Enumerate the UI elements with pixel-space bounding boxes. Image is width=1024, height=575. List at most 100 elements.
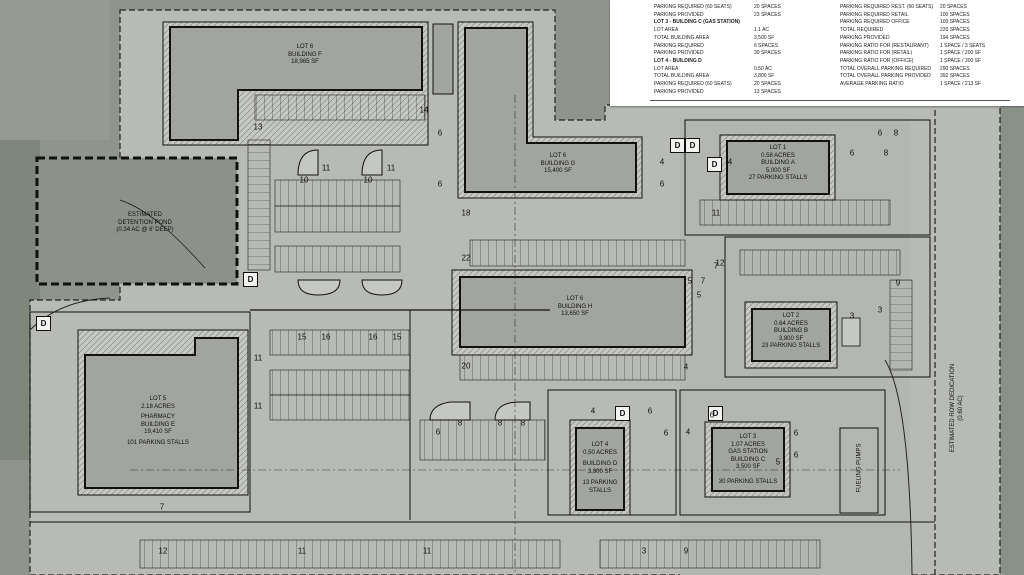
table-row-value: 13 SPACES (754, 88, 781, 95)
row-dedication-line-3: (0.60 AC) (958, 395, 964, 421)
building-f-name: BUILDING F (288, 51, 322, 58)
dumpster-marker: D (615, 406, 630, 421)
table-row-label: PARKING REQUIRED REST. (60 SEATS) (840, 4, 934, 10)
lot5-label: LOT 5 2.18 ACRES PHARMACY BUILDING E 19,… (118, 396, 198, 447)
table-row-value: 23 SPACES (754, 11, 781, 18)
building-g-lot: LOT 6 (549, 153, 567, 159)
lot3-area: 3,500 SF (735, 464, 761, 470)
lot5-stalls: 101 PARKING STALLS (127, 439, 189, 446)
building-e (84, 337, 239, 489)
table-row-value: 1 SPACE / 213 SF (940, 81, 982, 87)
lot3-acres: 1.07 ACRES (731, 441, 765, 448)
dumpster-marker: D (670, 138, 685, 153)
lot4-stalls-1: 13 PARKING (582, 480, 618, 486)
lot1-stalls: 27 PARKING STALLS (748, 175, 808, 181)
table-row-label: LOT AREA (654, 65, 679, 72)
lot5-boundary (29, 311, 251, 513)
table-row-label: TOTAL OVERALL PARKING REQUIRED (840, 65, 932, 72)
building-h-name: BUILDING H (557, 303, 593, 310)
stall-count: 6 (659, 179, 665, 189)
stall-count: 7 (700, 276, 706, 286)
table-row-label: PARKING REQUIRED OFFICE (840, 19, 910, 26)
stalls-row-center-1 (274, 179, 401, 207)
stalls-row-mid-2 (269, 369, 411, 396)
island-4 (361, 279, 403, 296)
stalls-row-lower (419, 419, 546, 461)
pond-label-line-1: ESTIMATED (128, 212, 162, 218)
table-row-label: PARKING RATIO FOR (RETAIL) (840, 50, 913, 57)
lot3-building: BUILDING C (730, 456, 766, 463)
stall-count: 22 (461, 253, 471, 263)
building-g-area: 15,400 SF (544, 168, 572, 174)
stall-count: 5 (696, 290, 702, 300)
table-row-value: 20 SPACES (754, 4, 781, 10)
stall-count: 10 (363, 175, 373, 185)
detention-pond-label: ESTIMATED DETENTION POND (0.34 AC @ 6' D… (95, 212, 195, 235)
stall-count: 5 (687, 276, 693, 286)
stall-count: 4 (683, 362, 689, 372)
lot1-name: LOT 1 (769, 145, 787, 151)
building-g (464, 27, 637, 193)
building-a (726, 140, 830, 195)
table-row-label: TOTAL BUILDING AREA (654, 73, 710, 80)
stalls-row-left-vert (247, 139, 271, 271)
table-row-value: 1.1 AC (754, 27, 770, 34)
table-row-value: 30 SPACES (754, 50, 781, 57)
lot4-stalls-2: STALLS (589, 487, 611, 494)
table-row: LOT AREA 0.50 AC (654, 66, 772, 72)
building-g-name: BUILDING G (540, 160, 576, 167)
lot3-name: LOT 3 (739, 434, 757, 440)
pond-label-line-2: DETENTION POND (118, 219, 172, 226)
stalls-row-mid-1 (269, 329, 411, 356)
stall-count: 8 (883, 148, 889, 158)
dumpster-marker: D (243, 272, 258, 287)
stall-count: 4 (590, 406, 596, 416)
lot4-name: LOT 4 (591, 442, 609, 448)
dumpster-marker: D (707, 157, 722, 172)
table-row-value: 0.50 AC (754, 65, 772, 72)
building-f (169, 26, 423, 141)
stalls-row-mid-3 (269, 394, 411, 421)
building-b (751, 308, 831, 362)
lot4-acres: 0.50 ACRES (583, 449, 617, 456)
stall-count: 9 (895, 278, 901, 288)
table-row-label: TOTAL BUILDING AREA (654, 34, 710, 41)
table-row-label: PARKING RATIO FOR (OFFICE) (840, 57, 914, 64)
stall-count: 3 (641, 546, 647, 556)
table-row-label: PARKING PROVIDED (654, 88, 704, 95)
stall-count: 18 (461, 208, 471, 218)
table-row: PARKING REQUIRED (60 SEATS)20 SPACES (654, 4, 781, 10)
stall-count: 13 (253, 122, 263, 132)
lot4-label: LOT 4 0.50 ACRES BUILDING D 3,800 SF 13 … (575, 442, 625, 495)
stall-count: 6 (647, 406, 653, 416)
stall-count: 16 (321, 332, 331, 342)
stall-count: 15 (392, 332, 402, 342)
building-f-label: LOT 6 BUILDING F 18,965 SF (275, 44, 335, 67)
lot2-dumpster (841, 317, 861, 347)
building-g-label: LOT 6 BUILDING G 15,400 SF (528, 153, 588, 176)
building-h-label: LOT 6 BUILDING H 13,650 SF (545, 296, 605, 319)
stall-count: 6 (663, 428, 669, 438)
building-f-lot: LOT 6 (296, 44, 314, 50)
lot1-building: BUILDING A (761, 160, 795, 166)
stall-count: 3 (877, 305, 883, 315)
row-dedication-line-2: DEDICATION (950, 363, 956, 401)
stalls-col-lot2-right (889, 279, 913, 371)
detention-pond (35, 156, 239, 286)
stalls-row-bottom-right (599, 539, 821, 569)
table-row-value: 290 SPACES (940, 65, 970, 72)
stall-count: 14 (419, 105, 429, 115)
stall-count: 3 (849, 311, 855, 321)
fueling-pumps-canopy (839, 427, 879, 514)
table-row-label: LOT 4 - BUILDING D (654, 57, 702, 64)
table-row-label: TOTAL REQUIRED (840, 27, 884, 34)
table-row-value: 1 SPACE / 300 SF (940, 57, 982, 64)
pond-label-line-3: (0.34 AC @ 6' DEEP) (116, 227, 174, 233)
stall-count: 11 (253, 401, 263, 411)
stalls-row-h-south (459, 354, 686, 381)
table-row-label: LOT 3 - BUILDING C (GAS STATION) (654, 19, 740, 26)
lot5-building: BUILDING E (140, 421, 175, 428)
